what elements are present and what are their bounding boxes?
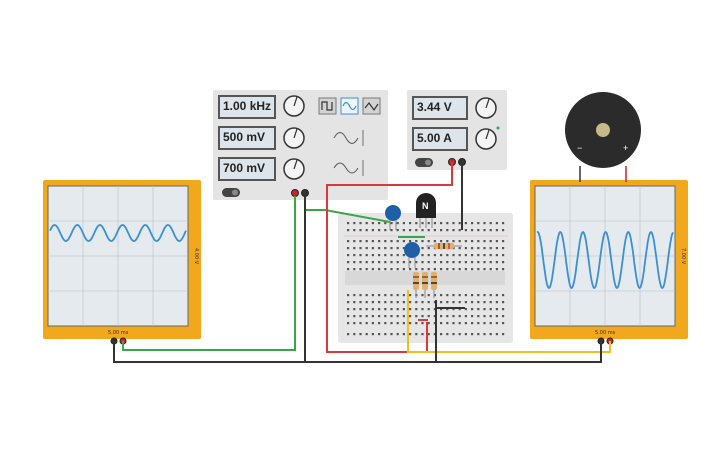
offset-wave-icon	[333, 162, 359, 174]
capacitor-1	[385, 205, 401, 221]
frequency-display: 1.00 kHz	[218, 95, 276, 119]
vertical-resistors	[413, 272, 437, 298]
wire-black-scope-right	[435, 320, 602, 363]
npn-transistor	[416, 193, 436, 218]
scope-left-time-label: 5.00 ms	[108, 330, 129, 336]
oscilloscope-right-trace	[536, 230, 674, 290]
current-display: 5.00 A	[412, 127, 468, 151]
wire-red-supply	[326, 162, 453, 353]
amplitude-display: 500 mV	[218, 126, 276, 150]
wire-yellow	[407, 290, 611, 353]
fg-terminal-negative	[301, 189, 309, 197]
scope-right-time-label: 5.00 ms	[595, 330, 616, 336]
scope-right-volts-label: 7.00 V	[680, 248, 686, 265]
breadboard-holes	[347, 222, 505, 336]
fg-terminal-positive	[291, 189, 299, 197]
offset-display: 700 mV	[218, 157, 276, 181]
oscilloscope-left-trace	[49, 224, 187, 242]
capacitor-2	[404, 242, 420, 258]
buzzer-plus-label: +	[623, 143, 629, 153]
amplitude-wave-icon	[333, 132, 359, 144]
voltage-display: 3.44 V	[412, 96, 468, 120]
transistor-label: N	[422, 201, 429, 211]
buzzer-minus-label: −	[577, 143, 583, 153]
scope-left-volts-label: 4.00 V	[193, 248, 199, 265]
